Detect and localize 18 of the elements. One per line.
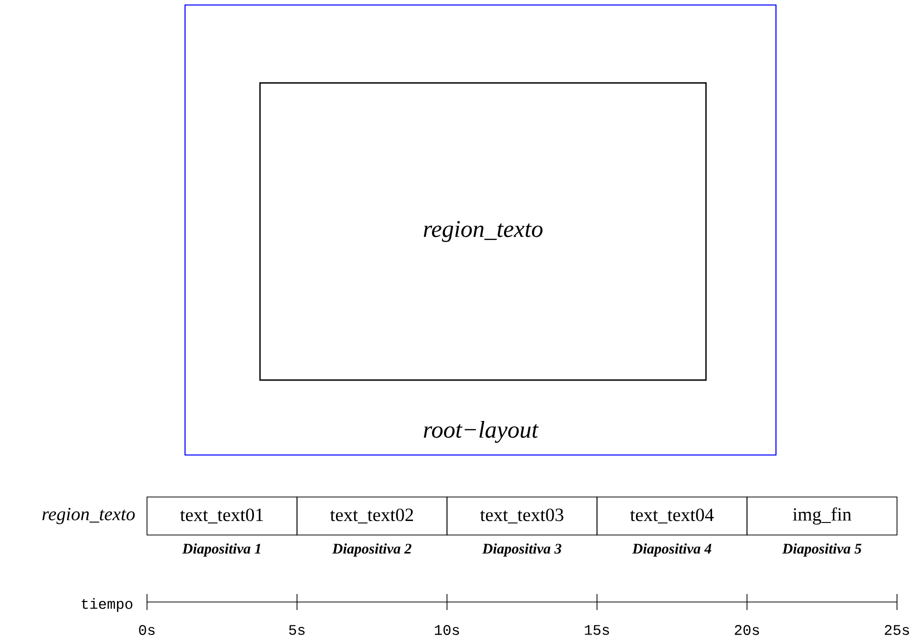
timeline-cell: img_fin xyxy=(746,496,898,536)
tick-label: 10s xyxy=(434,625,459,635)
tick-label: 5s xyxy=(289,625,305,635)
timeline-cell: text_text01 xyxy=(146,496,298,536)
slide-caption: Diapositiva 2 xyxy=(332,543,412,557)
tick-label: 25s xyxy=(884,625,909,635)
tick-label: 0s xyxy=(139,625,155,635)
timeline-cell: text_text04 xyxy=(596,496,748,536)
tick-label: 20s xyxy=(734,625,759,635)
slide-caption: Diapositiva 3 xyxy=(482,543,562,557)
slide-caption: Diapositiva 4 xyxy=(632,543,712,557)
region-box: region_texto xyxy=(259,82,707,381)
axis-label: tiempo xyxy=(82,598,132,612)
timeline-cell: text_text02 xyxy=(296,496,448,536)
tick-label: 15s xyxy=(584,625,609,635)
slide-caption: Diapositiva 1 xyxy=(182,543,260,557)
slide-caption: Diapositiva 5 xyxy=(782,543,862,557)
timeline-cell: text_text03 xyxy=(446,496,598,536)
